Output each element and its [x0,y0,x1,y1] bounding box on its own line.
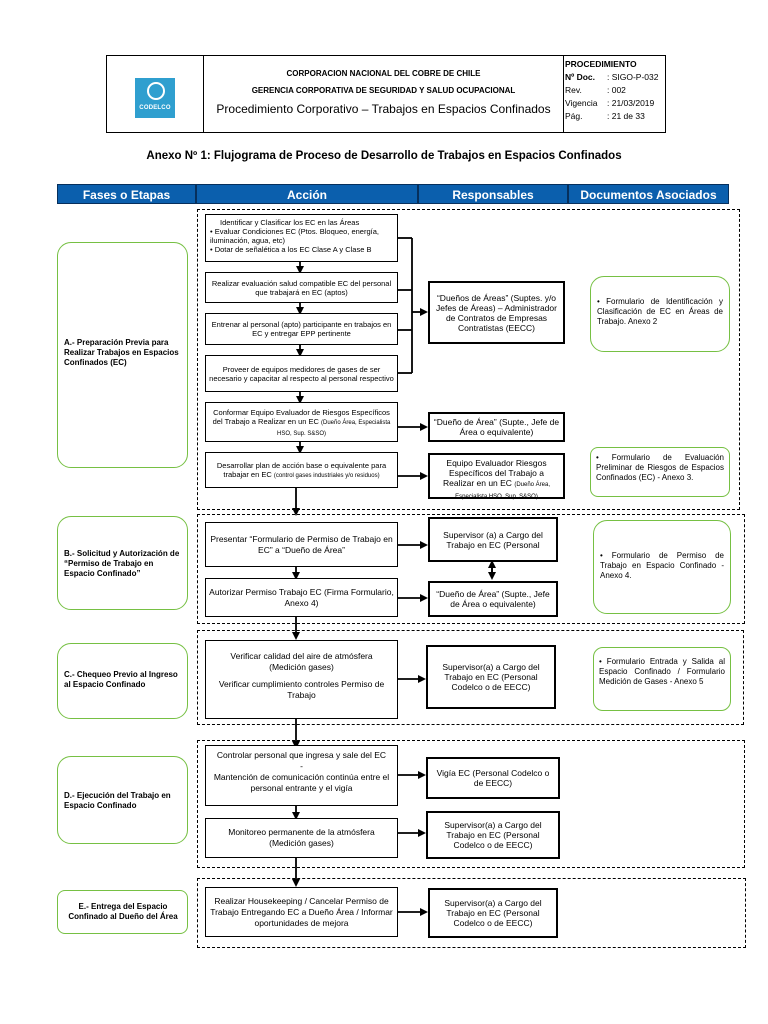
section-d-frame [197,740,745,868]
codelco-logo: CODELCO [107,56,204,132]
doc-anexo-3: • Formulario de Evaluación Preliminar de… [590,447,730,497]
action-d1: Controlar personal que ingresa y sale de… [205,745,398,806]
resp-dueno-area-a: “Dueño de Área” (Supte., Jefe de Área o … [428,412,565,442]
proc-label: PROCEDIMIENTO [565,59,637,69]
resp-supervisor-c: Supervisor(a) a Cargo del Trabajo en EC … [426,645,556,709]
org-name: CORPORACION NACIONAL DEL COBRE DE CHILE [286,69,481,78]
phase-a: A.- Preparación Previa para Realizar Tra… [57,242,188,468]
action-d2: Monitoreo permanente de la atmósfera (Me… [205,818,398,858]
section-e-frame [197,878,746,948]
doc-title: Procedimiento Corporativo – Trabajos en … [216,102,551,116]
col-fases: Fases o Etapas [57,184,196,204]
page-number: : 21 de 33 [607,111,645,121]
action-b2: Autorizar Permiso Trabajo EC (Firma Form… [205,578,398,617]
rev: : 002 [607,85,626,95]
action-a1: Identificar y Clasificar los EC en las Á… [205,214,398,262]
doc-anexo-5: • Formulario Entrada y Salida al Espacio… [593,647,731,711]
phase-d: D.- Ejecución del Trabajo en Espacio Con… [57,756,188,844]
action-a2: Realizar evaluación salud compatible EC … [205,272,398,303]
resp-vigia: Vigía EC (Personal Codelco o de EECC) [426,757,560,799]
col-documentos: Documentos Asociados [568,184,729,204]
resp-duenos-areas: “Dueños de Áreas” (Suptes. y/o Jefes de … [428,281,565,344]
doc-no-label: Nº Doc. [565,72,596,82]
phase-c: C.- Chequeo Previo al Ingreso al Espacio… [57,643,188,719]
phase-e: E.- Entrega del Espacio Confinado al Due… [57,890,188,934]
action-a4: Proveer de equipos medidores de gases de… [205,355,398,392]
logo-emblem-icon [147,82,165,100]
section-b-frame [197,514,745,624]
resp-supervisor-e: Supervisor(a) a Cargo del Trabajo en EC … [428,888,558,938]
action-c1: Verificar calidad del aire de atmósfera … [205,640,398,719]
logo-text: CODELCO [139,105,171,111]
doc-anexo-4: • Formulario de Permiso de Trabajo en Es… [593,520,731,614]
resp-equipo-evaluador: Equipo Evaluador Riesgos Específicos del… [428,453,565,500]
section-c-frame [197,630,744,725]
resp-supervisor-b: Supervisor (a) a Cargo del Trabajo en EC… [428,517,558,562]
action-b1: Presentar “Formulario de Permiso de Trab… [205,522,398,567]
action-a3: Entrenar al personal (apto) participante… [205,313,398,345]
rev-label: Rev. [565,85,582,95]
col-responsables: Responsables [418,184,568,204]
vigencia: : 21/03/2019 [607,98,655,108]
document-header: CODELCO CORPORACION NACIONAL DEL COBRE D… [106,55,666,133]
phase-b: B.- Solicitud y Autorización de “Permiso… [57,516,188,610]
vig-label: Vigencia [565,98,598,108]
doc-meta: PROCEDIMIENTO Nº Doc. : SIGO-P-032 Rev. : … [565,58,665,123]
org-department: GERENCIA CORPORATIVA DE SEGURIDAD Y SALU… [251,86,516,95]
col-accion: Acción [196,184,418,204]
action-e1: Realizar Housekeeping / Cancelar Permiso… [205,887,398,937]
section-a-frame [197,209,740,510]
action-a6: Desarrollar plan de acción base o equiva… [205,452,398,488]
doc-no: : SIGO-P-032 [607,72,659,82]
resp-supervisor-d: Supervisor(a) a Cargo del Trabajo en EC … [426,811,560,859]
resp-dueno-area-b: “Dueño de Área” (Supte., Jefe de Área o … [428,581,558,617]
annex-title: Anexo Nº 1: Flujograma de Proceso de Des… [146,150,622,162]
pag-label: Pág. [565,111,583,121]
doc-anexo-2: • Formulario de Identificación y Clasifi… [590,276,730,352]
action-a5: Conformar Equipo Evaluador de Riesgos Es… [205,402,398,442]
